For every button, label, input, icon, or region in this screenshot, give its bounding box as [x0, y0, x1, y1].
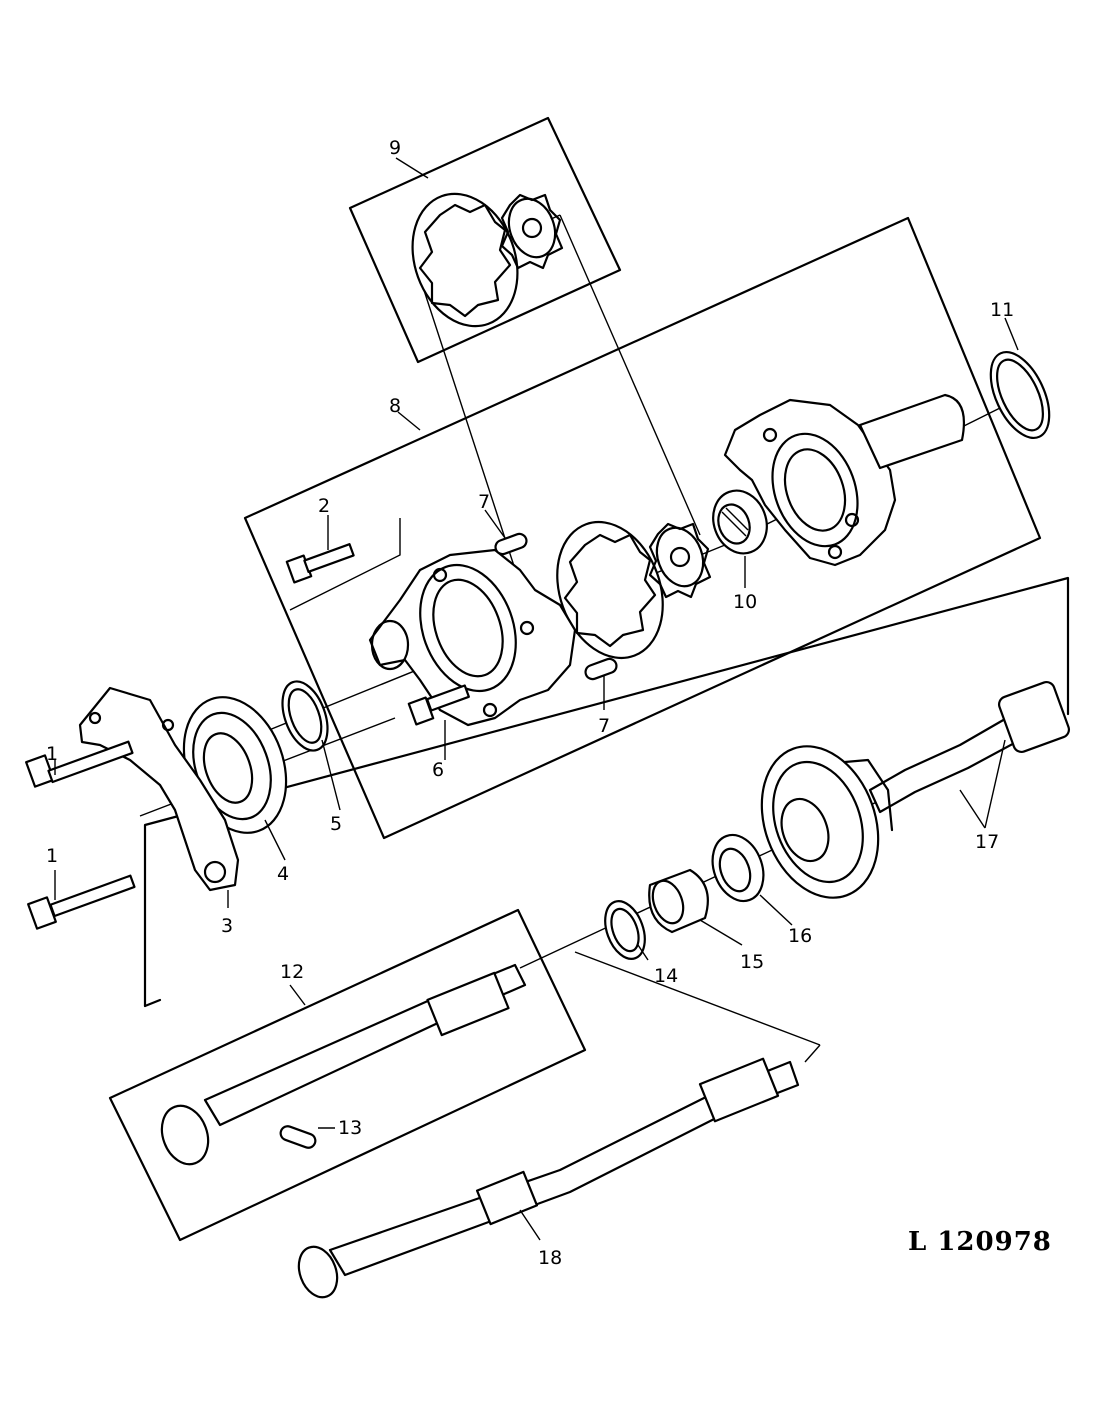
group-box-12	[108, 908, 587, 1242]
pump-rotor-outer	[411, 192, 519, 328]
callout-5: 5	[330, 813, 342, 835]
callout-16: 16	[788, 925, 812, 947]
callout-17: 17	[975, 831, 999, 853]
input-gear-12	[160, 1104, 210, 1166]
pump-housing-tube	[858, 393, 966, 470]
callout-8: 8	[389, 395, 401, 417]
pin-13	[279, 1125, 317, 1149]
pump-gear-8	[655, 526, 705, 588]
callout-11: 11	[990, 299, 1014, 321]
bushing-15	[648, 868, 709, 934]
output-shaft-18	[328, 1060, 800, 1277]
bolt-2	[285, 543, 355, 584]
callout-18: 18	[538, 1247, 562, 1269]
callout-7-upper: 7	[478, 491, 490, 513]
dowel-pin-upper	[494, 532, 528, 556]
group-box-8	[243, 216, 1042, 840]
callout-3: 3	[221, 915, 233, 937]
pump-rotor-8	[556, 520, 664, 660]
leader-lines	[54, 157, 1019, 1241]
snap-ring-11	[989, 350, 1051, 440]
callout-13: 13	[338, 1117, 362, 1139]
dowel-pin-lower	[584, 657, 618, 681]
group-bracket-17	[143, 576, 1070, 1008]
pump-gear-inner	[507, 197, 557, 259]
callout-14: 14	[654, 965, 678, 987]
output-spline-18	[297, 1245, 339, 1299]
bolt-1-lower	[27, 874, 136, 930]
callout-15: 15	[740, 951, 764, 973]
callout-9: 9	[389, 137, 401, 159]
callout-7-lower: 7	[598, 715, 610, 737]
callout-1-upper: 1	[46, 743, 58, 765]
gear-shaft-17	[868, 713, 1022, 814]
snap-ring-14	[604, 900, 646, 960]
callout-1-lower: 1	[46, 845, 58, 867]
figure-reference: L 120978	[908, 1227, 1052, 1257]
callout-10: 10	[733, 591, 757, 613]
callout-12: 12	[280, 961, 304, 983]
snap-ring-5	[281, 680, 329, 752]
bolt-1-upper	[25, 740, 134, 788]
bolt-6	[407, 684, 470, 726]
callout-4: 4	[277, 863, 289, 885]
group-box-9	[348, 116, 622, 364]
callout-2: 2	[318, 495, 330, 517]
callout-6: 6	[432, 759, 444, 781]
front-housing	[368, 548, 577, 727]
drive-gear-17	[760, 745, 880, 899]
